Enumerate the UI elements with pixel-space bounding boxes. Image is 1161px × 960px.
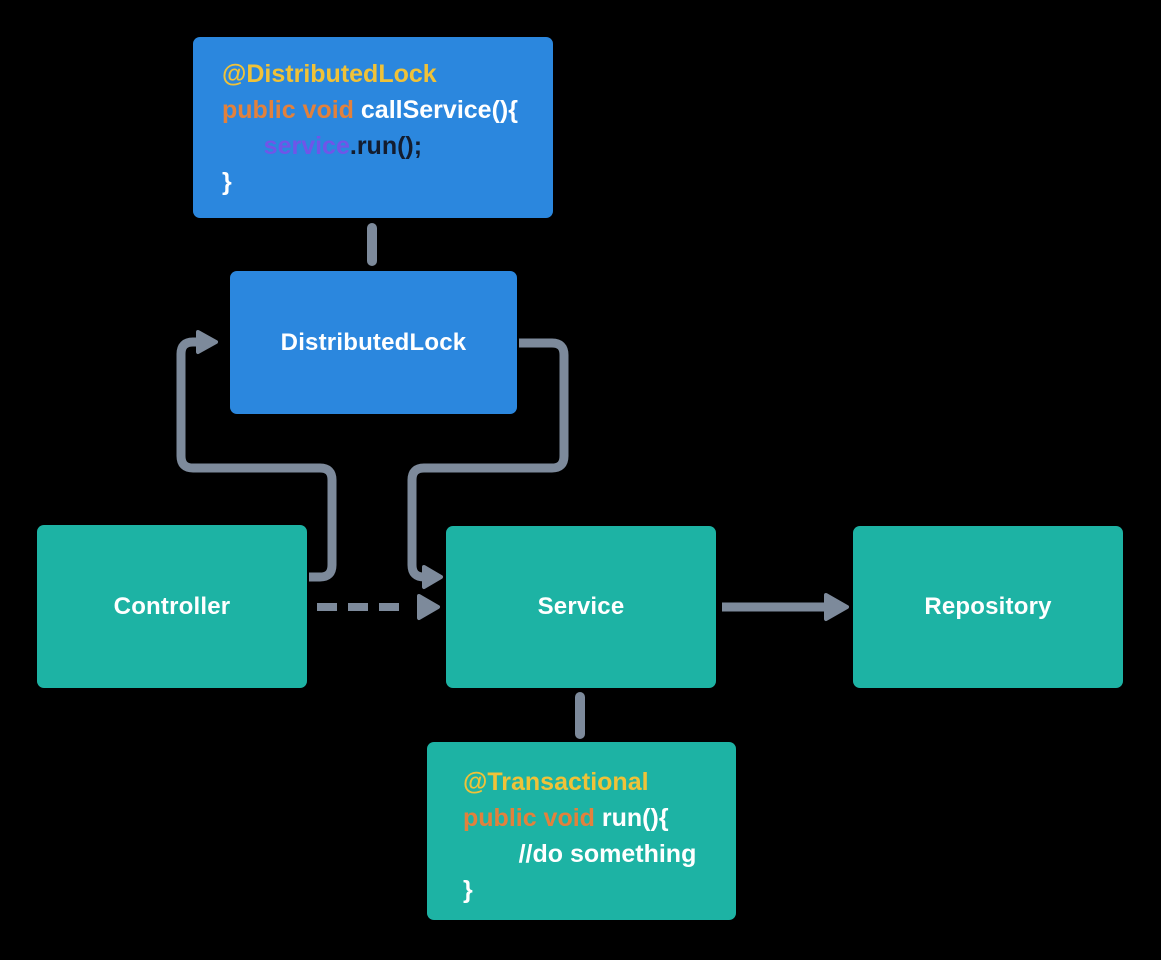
node-repository-label: Repository: [924, 593, 1052, 620]
code-line: @DistributedLock: [222, 56, 553, 92]
code-token-call: .run();: [349, 132, 423, 160]
code-token-brace: }: [222, 168, 232, 196]
arrowhead-into-repository-icon: [824, 593, 849, 621]
code-line: }: [222, 164, 553, 200]
node-distributedlock-label: DistributedLock: [280, 328, 467, 356]
code-token-method: run(){: [601, 804, 669, 832]
code-line: public void run(){: [463, 800, 736, 836]
code-line: @Transactional: [463, 764, 736, 800]
edge-distributedlock-to-service: [407, 338, 569, 582]
code-box-transactional: @Transactional public void run(){ //do s…: [427, 742, 736, 920]
code-token-brace: }: [463, 876, 473, 904]
code-token-keyword: public void: [222, 96, 361, 124]
edge-controller-to-distributedlock: [176, 337, 337, 582]
node-service-label: Service: [537, 593, 625, 620]
code-line: //do something: [463, 836, 736, 872]
arrowhead-into-distributedlock-icon: [196, 330, 218, 354]
code-token-keyword: public void: [463, 804, 602, 832]
code-line: public void callService(){: [222, 92, 553, 128]
arrowhead-into-service-icon: [422, 565, 443, 589]
code-token-annotation: @Transactional: [463, 768, 649, 796]
node-distributedlock: DistributedLock: [230, 271, 517, 414]
code-token-variable: service: [222, 132, 350, 160]
code-line: }: [463, 872, 736, 908]
code-token-comment: //do something: [463, 840, 697, 868]
node-service: Service: [446, 526, 716, 688]
arrowhead-dashed-into-service-icon: [417, 594, 440, 620]
node-controller-label: Controller: [113, 592, 231, 620]
code-token-method: callService(){: [360, 96, 518, 124]
node-repository: Repository: [853, 526, 1123, 688]
code-line: service.run();: [222, 128, 553, 164]
node-controller: Controller: [37, 525, 307, 688]
code-token-annotation: @DistributedLock: [222, 60, 437, 88]
code-box-distributedlock: @DistributedLock public void callService…: [193, 37, 553, 218]
